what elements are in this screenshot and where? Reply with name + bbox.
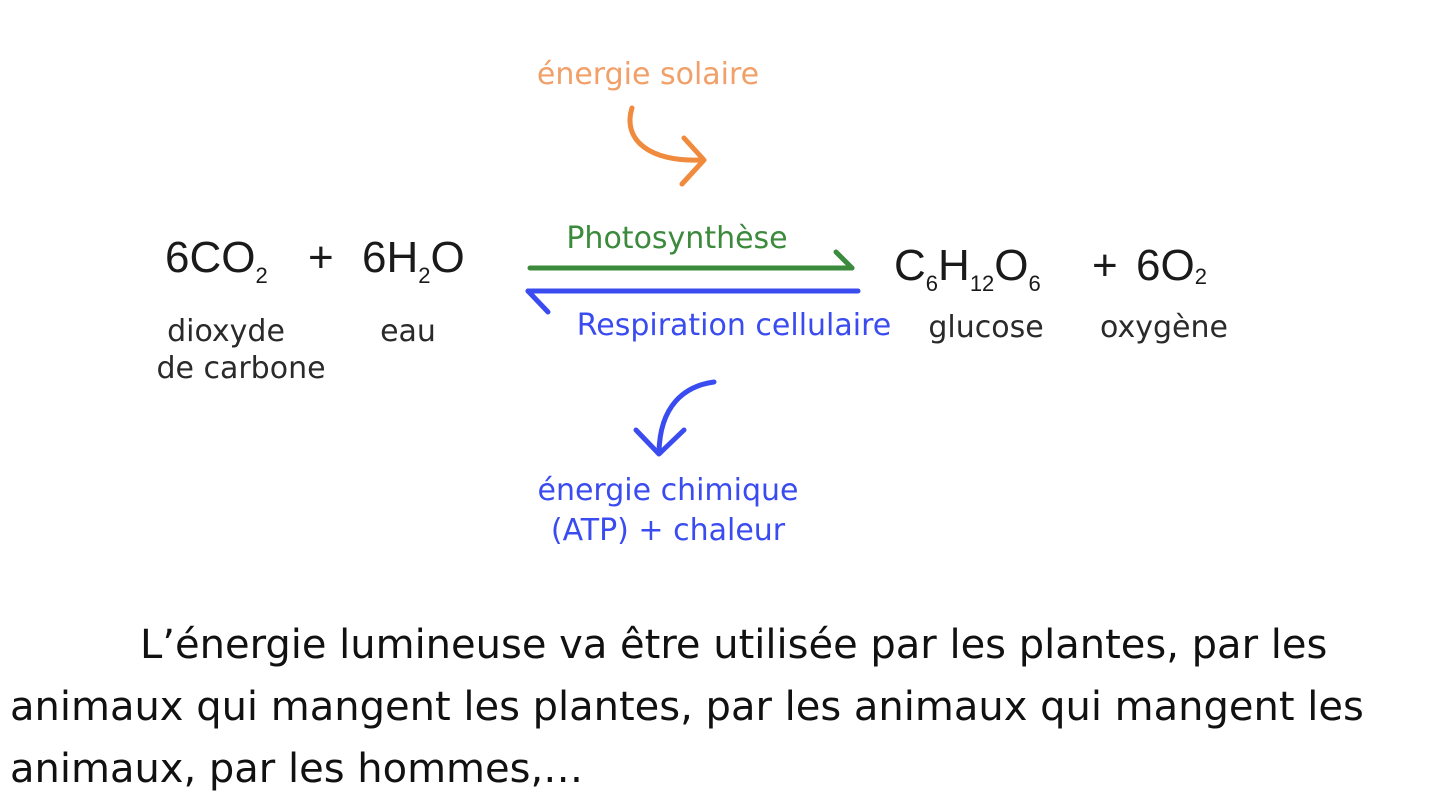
co2-label-line1: dioxyde [167, 314, 285, 349]
body-paragraph: L’énergie lumineuse va être utilisée par… [10, 622, 1364, 792]
co2-label-line2: de carbone [156, 351, 325, 386]
curved-arrow-down-icon [633, 379, 717, 457]
chemical-energy-label-line2: (ATP) + chaleur [551, 513, 786, 548]
glucose-label: glucose [928, 310, 1043, 345]
chemical-energy-label-line1: énergie chimique [537, 473, 798, 508]
o2-formula: 6O2 [1136, 241, 1207, 290]
glucose-formula: C6H12O6 [894, 241, 1041, 296]
h2o-formula: 6H2O [362, 233, 465, 288]
photosynthesis-label: Photosynthèse [566, 221, 787, 256]
photosynthesis-respiration-diagram: énergie solaire 6CO2 + 6H2O C6H12O6 + 6O… [156, 57, 1228, 548]
oxygen-label: oxygène [1100, 310, 1228, 345]
respiration-label: Respiration cellulaire [577, 308, 892, 343]
solar-energy-label: énergie solaire [537, 57, 759, 92]
half-arrow-left-icon [525, 288, 861, 315]
plus-sign-reactants: + [308, 233, 334, 282]
plus-sign-products: + [1092, 241, 1118, 290]
half-arrow-right-icon [527, 249, 855, 271]
curved-arrow-down-right-icon [627, 105, 707, 187]
co2-formula: 6CO2 [165, 233, 268, 288]
water-label: eau [380, 314, 436, 349]
